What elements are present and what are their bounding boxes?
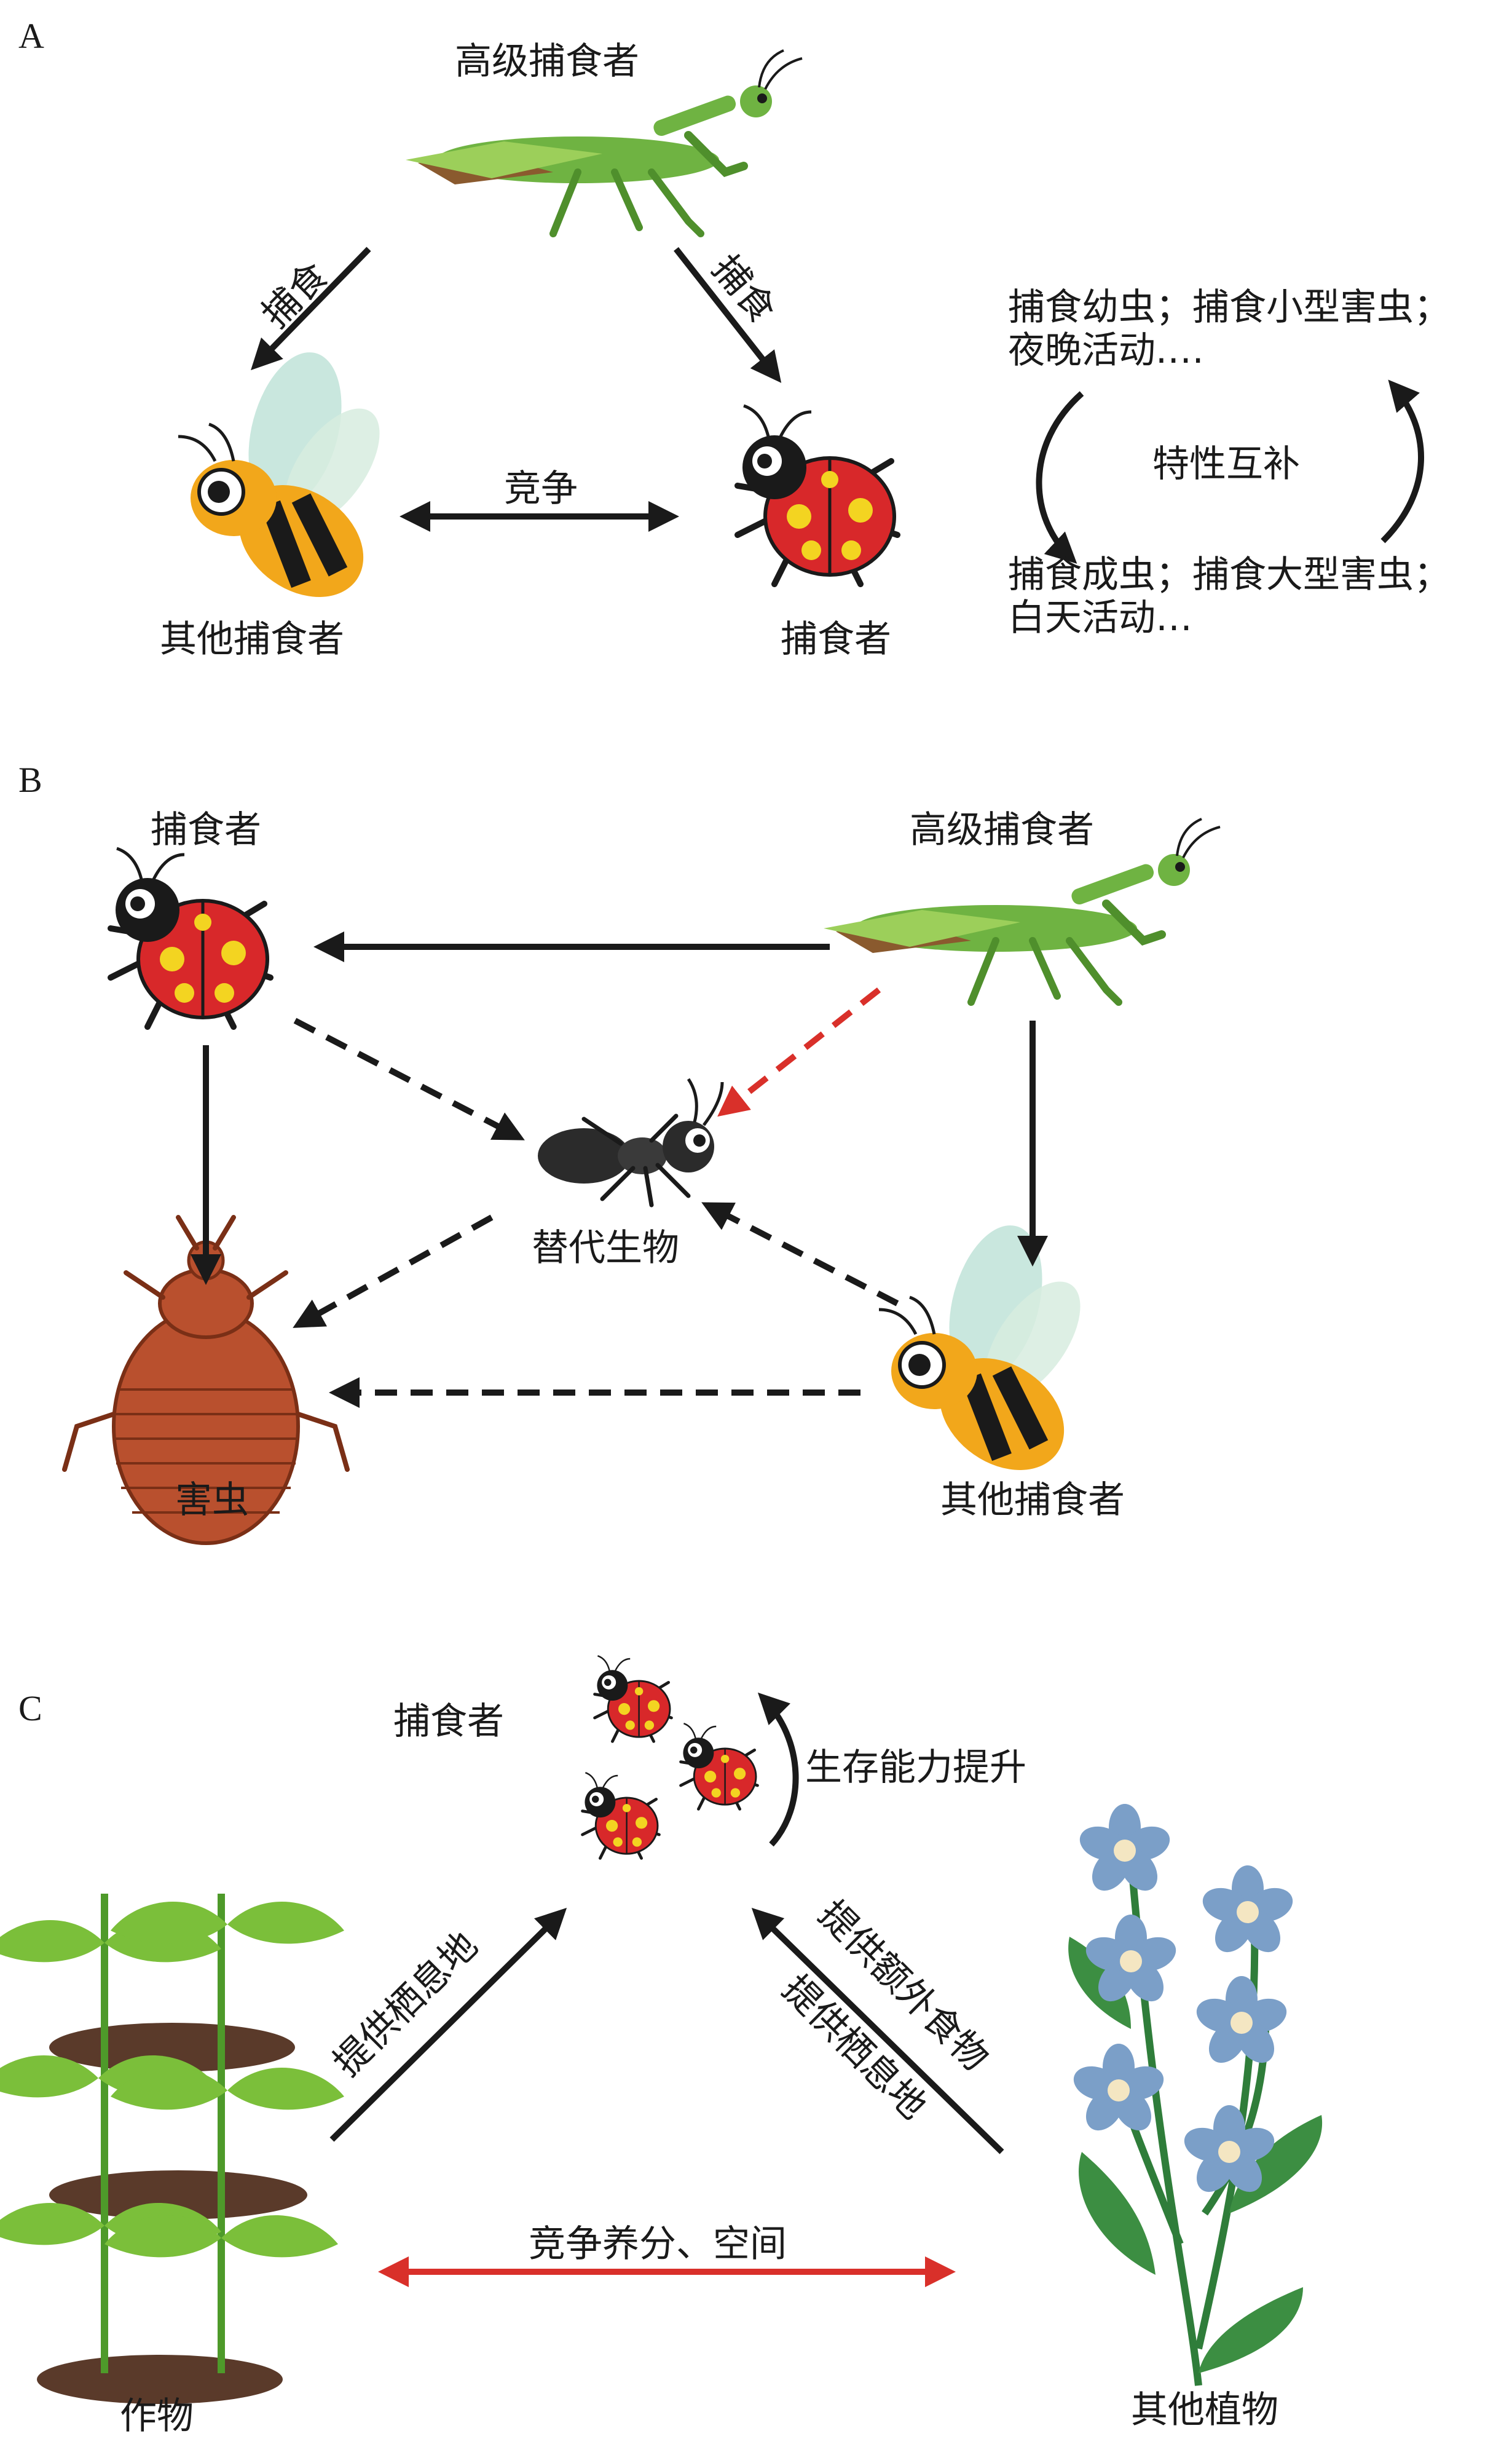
label-predator: 捕食者 <box>151 808 261 852</box>
label-traits-bottom-2: 白天活动… <box>1008 596 1192 639</box>
arrow-a-cycle-left <box>1036 391 1084 564</box>
bee-icon <box>879 1215 1099 1493</box>
panel-label-c: C <box>18 1688 42 1728</box>
label-other-predator: 其他捕食者 <box>940 1479 1125 1522</box>
label-traits-top-1: 捕食幼虫；捕食小型害虫； <box>1008 286 1451 329</box>
flower-plant-icon <box>1068 1804 1323 2386</box>
label-survival-improved: 生存能力提升 <box>805 1746 1026 1789</box>
ladybug-icon <box>111 848 270 1027</box>
arrow-c-crop-to-predator <box>329 1907 567 2142</box>
label-top-predator: 高级捕食者 <box>910 808 1094 852</box>
label-competition-nutrients: 竞争养分、空间 <box>529 2223 787 2266</box>
arrow-c-plants-to-predator <box>751 1908 1004 2154</box>
bee-icon <box>178 342 398 620</box>
arrow-b-predator-to-alt <box>293 1018 525 1141</box>
arrow-b-alt-to-pest <box>293 1214 494 1328</box>
label-other-predator: 其他捕食者 <box>160 618 344 661</box>
arrow-a-top-to-left <box>251 247 371 371</box>
arrow-b-other-to-alt <box>701 1202 899 1307</box>
ladybug-icon <box>681 1723 758 1809</box>
ant-icon <box>538 1079 722 1205</box>
arrow-a-cycle-right <box>1380 379 1424 544</box>
label-traits-top-2: 夜晚活动.… <box>1008 329 1205 372</box>
crop-plant-icon <box>0 1894 344 2404</box>
panel-label-a: A <box>18 16 44 56</box>
label-other-plants: 其他植物 <box>1131 2389 1278 2432</box>
arrow-c-survival <box>757 1692 799 1847</box>
ladybug-icon <box>738 406 897 584</box>
arrow-a-top-to-right <box>674 247 782 383</box>
arrow-b-top-to-alt <box>717 987 881 1117</box>
label-competition: 竞争 <box>504 467 578 510</box>
label-predator: 捕食者 <box>781 618 891 661</box>
panel-label-b: B <box>18 760 42 800</box>
label-top-predator: 高级捕食者 <box>455 40 639 83</box>
label-predator: 捕食者 <box>393 1700 504 1743</box>
label-traits-bottom-1: 捕食成虫；捕食大型害虫； <box>1008 553 1451 596</box>
ladybug-icon <box>595 1656 672 1741</box>
label-crop: 作物 <box>120 2395 194 2438</box>
label-alternative-organism: 替代生物 <box>532 1227 679 1270</box>
ladybug-icon <box>583 1773 660 1858</box>
label-pest: 害虫 <box>175 1479 249 1522</box>
label-traits-complement: 特性互补 <box>1152 443 1300 486</box>
